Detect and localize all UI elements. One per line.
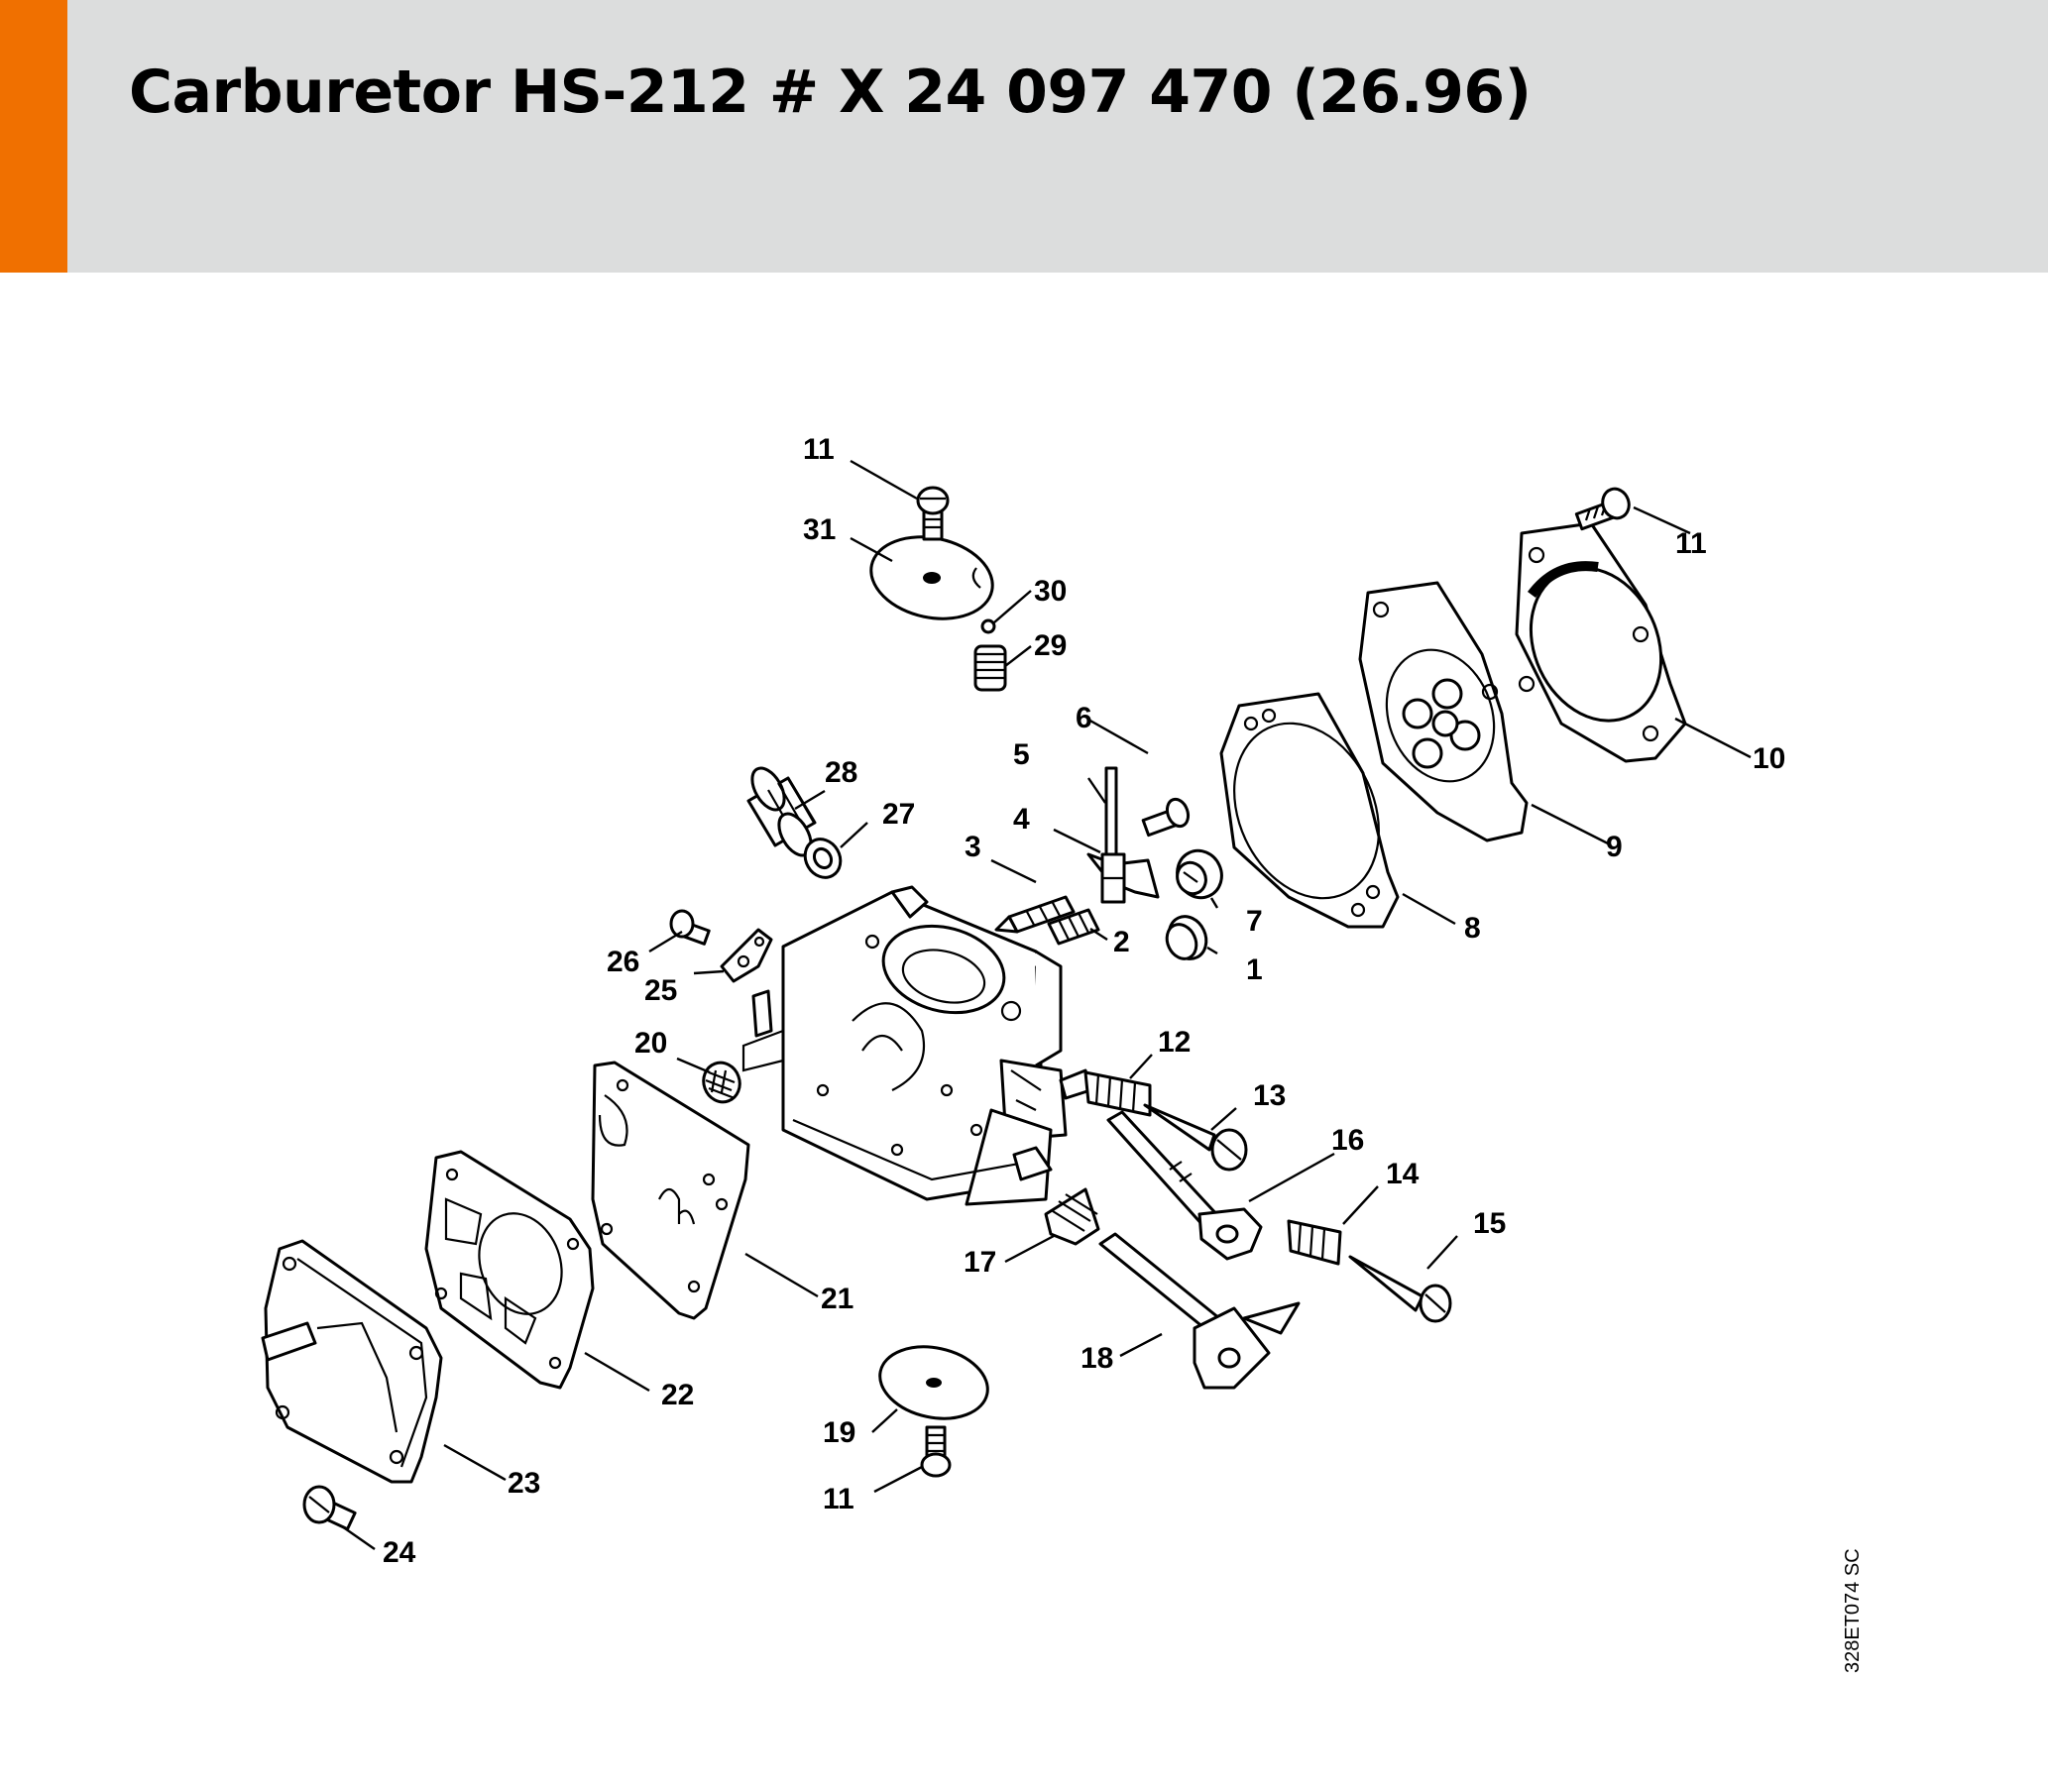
part-25-plate (720, 928, 773, 983)
part-6-screw (1141, 797, 1191, 838)
callout-6: 6 (1076, 702, 1092, 734)
part-3-needle (994, 895, 1076, 934)
callout-7: 7 (1246, 905, 1263, 938)
callout-labels: 11 31 30 29 11 10 9 8 6 5 4 3 2 7 1 28 2… (383, 433, 1785, 1569)
part-18-throttle-shaft (1098, 1232, 1301, 1390)
part-2-spring (1047, 908, 1100, 946)
callout-24: 24 (383, 1536, 416, 1569)
part-9-diaphragm (1358, 581, 1529, 842)
callout-18: 18 (1081, 1342, 1113, 1375)
callout-1: 1 (1246, 953, 1263, 986)
callout-23: 23 (508, 1467, 540, 1500)
part-16-shaft (1106, 1110, 1263, 1261)
part-11-screw-top (916, 486, 950, 541)
callout-16: 16 (1331, 1124, 1364, 1157)
callout-27: 27 (882, 798, 915, 831)
callout-17: 17 (964, 1246, 996, 1279)
callout-29: 29 (1034, 629, 1067, 662)
callout-2: 2 (1113, 926, 1130, 958)
callout-11-right: 11 (1675, 527, 1707, 560)
part-24-screw (302, 1485, 357, 1531)
callout-11-bottom: 11 (823, 1483, 854, 1515)
part-1-cap (1165, 915, 1208, 960)
part-31-disc (869, 535, 994, 620)
callout-21: 21 (821, 1283, 853, 1315)
part-11-screw-bottom (920, 1425, 952, 1478)
part-11-screw-right (1574, 487, 1631, 531)
callout-28: 28 (825, 756, 857, 789)
part-29-spring (973, 644, 1007, 692)
part-8-gasket (1219, 692, 1400, 929)
part-15-screw (1348, 1255, 1452, 1323)
callout-31: 31 (803, 513, 836, 546)
header-accent-bar (0, 0, 67, 273)
callout-3: 3 (965, 831, 981, 863)
callout-20: 20 (634, 1027, 667, 1060)
part-28-fitting (746, 766, 817, 857)
callout-25: 25 (644, 974, 677, 1007)
part-20-filter (702, 1061, 741, 1104)
callout-10: 10 (1753, 742, 1785, 775)
part-30-ball (980, 618, 996, 634)
leader-lines (341, 459, 1752, 1550)
part-27-washer (803, 838, 843, 879)
drawing-code: 328ET074 SC (1842, 1548, 1864, 1673)
callout-15: 15 (1473, 1207, 1506, 1240)
callout-4: 4 (1013, 803, 1030, 836)
header-bar (0, 0, 2048, 273)
carburetor-body (741, 885, 1092, 1206)
callout-11-top: 11 (803, 433, 835, 466)
callout-12: 12 (1158, 1026, 1191, 1059)
part-5-pin (1104, 766, 1118, 864)
callout-14: 14 (1386, 1158, 1420, 1190)
part-22-gasket (424, 1150, 595, 1390)
part-13-screw (1143, 1103, 1248, 1172)
callout-13: 13 (1253, 1079, 1286, 1112)
part-7-plug (1176, 848, 1223, 900)
part-14-spring (1287, 1219, 1342, 1266)
part-23-pump-cover (261, 1239, 443, 1484)
callout-26: 26 (607, 946, 639, 978)
part-26-screw (669, 909, 711, 946)
callout-9: 9 (1606, 831, 1623, 863)
callout-22: 22 (661, 1379, 694, 1411)
callout-19: 19 (823, 1416, 855, 1449)
part-4-lever (1086, 852, 1160, 904)
page-title: Carburetor HS-212 # X 24 097 470 (26.96) (129, 57, 1532, 127)
callout-30: 30 (1034, 575, 1067, 608)
part-19-disc (878, 1345, 989, 1420)
callout-5: 5 (1013, 738, 1030, 771)
part-17-spring (1044, 1187, 1100, 1246)
part-10-cover-gasket (1515, 521, 1687, 763)
callout-8: 8 (1464, 912, 1481, 945)
part-12-spring (1083, 1070, 1152, 1117)
part-21-diaphragm (591, 1061, 750, 1320)
